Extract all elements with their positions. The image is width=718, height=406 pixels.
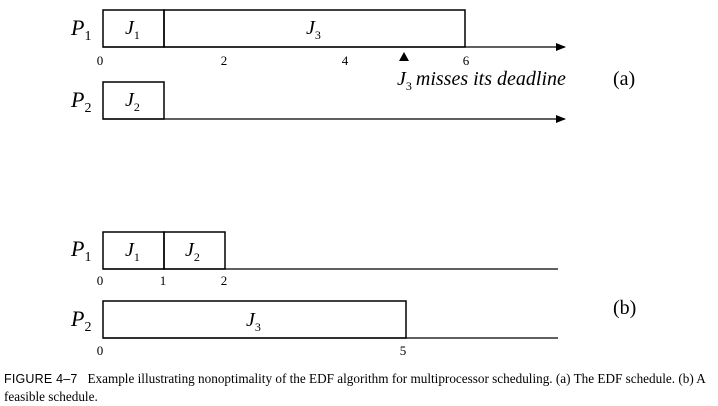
schedule-b-p1-tick-0: 0: [97, 273, 104, 288]
schedule-b-p2-label: P2: [70, 306, 91, 335]
schedule-a-tag: (a): [613, 68, 635, 90]
schedule-a-tick-0: 0: [97, 53, 104, 68]
schedule-a-p1-label: P1: [70, 15, 91, 44]
schedule-a-job-j3-label: J3: [306, 17, 321, 42]
schedule-a-tick-6: 6: [463, 53, 470, 68]
schedule-b-job-j2-label: J2: [185, 239, 200, 264]
schedule-a-tick-4: 4: [342, 53, 349, 68]
schedule-b-job-j2-box: [163, 231, 226, 270]
schedule-b-p2-tick-0: 0: [97, 343, 104, 358]
schedule-a-job-j3-box: [163, 9, 466, 48]
schedule-a-tick-2: 2: [221, 53, 228, 68]
schedule-b-p1-tick-2: 2: [221, 273, 228, 288]
schedule-b-tag: (b): [613, 297, 636, 319]
schedule-b-job-j3-box: [102, 300, 407, 339]
figure-caption: FIGURE 4–7 Example illustrating nonoptim…: [4, 370, 716, 405]
figure-caption-text: Example illustrating nonoptimality of th…: [4, 371, 706, 404]
schedule-b-p2-tick-5: 5: [400, 343, 407, 358]
schedule-b-p1-tick-1: 1: [160, 273, 167, 288]
schedule-a-job-j1-label: J1: [125, 17, 140, 42]
schedule-a-job-j2-box: [102, 81, 165, 120]
schedule-b-job-j1-label: J1: [125, 239, 140, 264]
schedule-a-p2-label: P2: [70, 87, 91, 116]
schedule-b-p1-label: P1: [70, 236, 91, 265]
deadline-marker-icon: [399, 52, 409, 61]
schedule-b-job-j3-label: J3: [246, 309, 261, 334]
schedule-a-job-j2-label: J2: [125, 89, 140, 114]
schedule-b: P1 J1 J2 0 1 2 P2 J3 0 5 (b): [70, 231, 636, 358]
figure-number: FIGURE 4–7: [4, 372, 78, 386]
